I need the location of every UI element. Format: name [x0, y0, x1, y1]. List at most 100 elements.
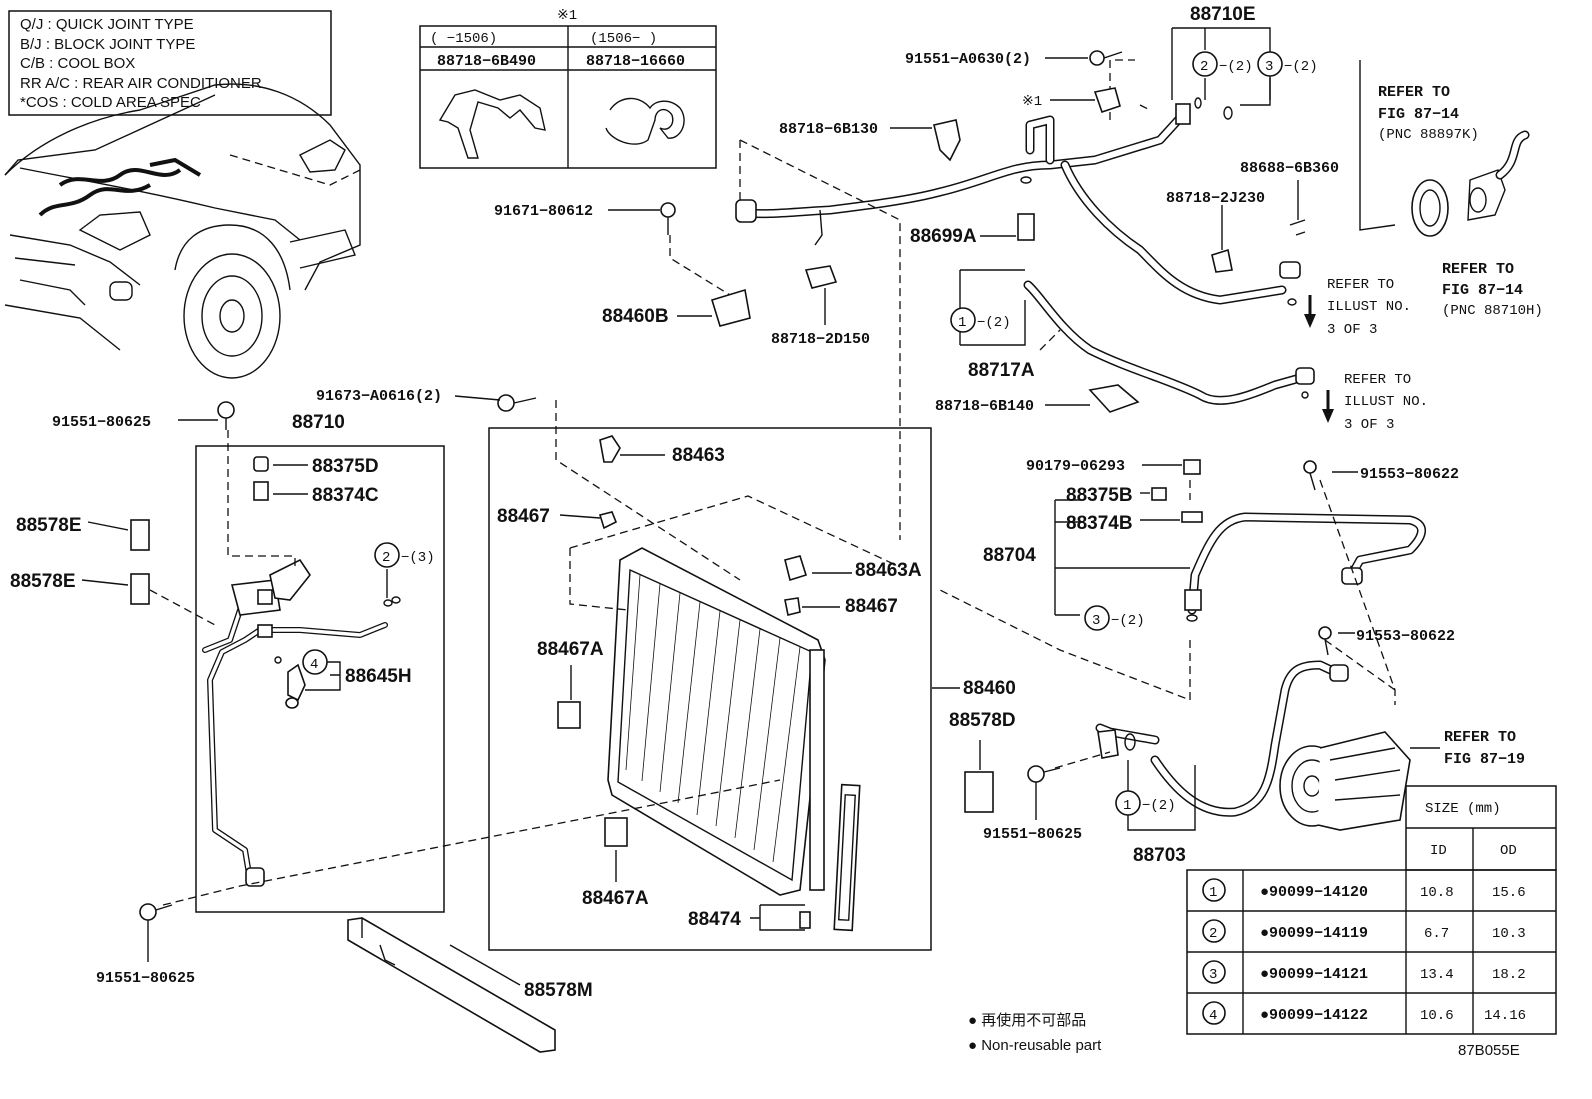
size-row-2-part: ●90099−14119: [1260, 925, 1368, 942]
seal-88578m-icon: [347, 917, 556, 1053]
callout-1-upper: [950, 307, 976, 333]
bracket-88467a-top-icon: [557, 701, 581, 729]
label-88717A: 88717A: [968, 360, 1035, 381]
refer-fig-87-14-parts: [1359, 60, 1530, 237]
label-88710E: 88710E: [1190, 4, 1256, 25]
vehicle-illustration: [4, 83, 361, 379]
clamp-col2-part: 88718−16660: [586, 53, 685, 70]
size-row-2-no: 2: [1209, 926, 1217, 942]
size-table-col-id: ID: [1430, 843, 1447, 859]
compressor-icon: [1279, 731, 1411, 831]
label-88703: 88703: [1133, 845, 1186, 866]
label-90179-06293: 90179−06293: [1026, 458, 1125, 475]
pad-88578e-2-icon: [130, 573, 150, 605]
clamp-16660-icon: [605, 97, 685, 145]
assembly-88710: [195, 430, 445, 913]
label-88467A-1: 88467A: [537, 639, 604, 660]
label-mark1: ※1: [1022, 94, 1042, 110]
label-91551-80625-c: 91551−80625: [983, 826, 1082, 843]
refer-87-14a-line2: FIG 87−14: [1378, 106, 1459, 123]
label-88463: 88463: [672, 445, 725, 466]
circled-callouts: 2 −(2) 3 −(2) 1 −(2) 2 −(3) 4 3 −(2) 1 −…: [302, 51, 1318, 816]
size-row-4-no: 4: [1209, 1008, 1217, 1024]
label-91671-80612: 91671−80612: [494, 203, 593, 220]
label-88718-2D150: 88718−2D150: [771, 331, 870, 348]
size-row-2-od: 10.3: [1492, 926, 1526, 942]
size-table-header: SIZE (mm): [1425, 801, 1501, 817]
refer-illus-b-line2: ILLUST NO.: [1344, 394, 1428, 410]
callout-2-left-qty: −(3): [401, 550, 435, 566]
bolt-91551-80625b-icon: [139, 903, 173, 921]
size-row-1-id: 10.8: [1420, 885, 1454, 901]
size-row-2-id: 6.7: [1424, 926, 1449, 942]
valve-88374b-icon: [1181, 511, 1203, 523]
callout-4-left-text: 4: [310, 657, 318, 673]
small-parts: [130, 50, 1332, 921]
pad-88578e-1-icon: [130, 519, 150, 551]
refer-illus-a-line3: 3 OF 3: [1327, 322, 1377, 338]
clip-88718-6b130-icon: [933, 119, 961, 162]
size-row-3-id: 13.4: [1420, 967, 1454, 983]
label-88374C: 88374C: [312, 485, 379, 506]
bracket-88467a-bottom-icon: [604, 817, 628, 847]
callout-1-right: [1115, 790, 1141, 816]
callout-3-right-text: 3: [1092, 613, 1100, 629]
clip-88718-2d150-icon: [804, 265, 838, 289]
size-row-1-no: 1: [1209, 885, 1217, 901]
callout-3-right: [1084, 605, 1110, 631]
valve-88375b-icon: [1151, 487, 1167, 501]
bolt-91671-icon: [660, 202, 676, 235]
label-88718-6B140: 88718−6B140: [935, 398, 1034, 415]
label-88699A: 88699A: [910, 226, 977, 247]
dashed-guides: [149, 59, 1151, 906]
bolt-91553-80622a-icon: [1303, 460, 1317, 491]
callout-1-upper-qty: −(2): [977, 315, 1011, 331]
label-91553-80622-a: 91553−80622: [1360, 466, 1459, 483]
figure-code: 87B055E: [1458, 1042, 1520, 1059]
nut-90179-icon: [1183, 459, 1201, 475]
label-88463A: 88463A: [855, 560, 922, 581]
size-row-3-od: 18.2: [1492, 967, 1526, 983]
refer-87-14b-line3: (PNC 88710H): [1442, 303, 1543, 319]
bolt-88688-icon: [1289, 219, 1306, 236]
leader-lines: [81, 27, 1440, 986]
label-88374B: 88374B: [1066, 513, 1133, 534]
non-reusable-legend: ● 再使用不可部品 ● Non-reusable part 87B055E: [968, 1012, 1520, 1059]
refer-87-19-line1: REFER TO: [1444, 729, 1516, 746]
label-88578D: 88578D: [949, 710, 1016, 731]
bolt-91551-80625a-icon: [217, 401, 235, 430]
callout-3-upper: [1257, 51, 1283, 77]
pad-88578d-icon: [964, 771, 994, 813]
refer-87-14b-line2: FIG 87−14: [1442, 282, 1523, 299]
size-row-4-od: 14.16: [1484, 1008, 1526, 1024]
label-88474: 88474: [688, 909, 741, 930]
refer-87-19-line2: FIG 87−19: [1444, 751, 1525, 768]
legend-english: ● Non-reusable part: [968, 1037, 1102, 1054]
refer-87-14a-line1: REFER TO: [1378, 84, 1450, 101]
size-row-4-part: ●90099−14122: [1260, 1007, 1368, 1024]
discharge-hoses: [939, 479, 1426, 831]
clamp-col1-part: 88718−6B490: [437, 53, 536, 70]
callout-2-upper-qty: −(2): [1219, 59, 1253, 75]
refer-illus-b-line1: REFER TO: [1344, 372, 1411, 388]
callout-1-right-qty: −(2): [1142, 798, 1176, 814]
clip-mark1-icon: [1093, 87, 1121, 114]
clip-88718-6b140-icon: [1088, 384, 1140, 413]
label-88467A-2: 88467A: [582, 888, 649, 909]
abbr-cos: *COS : COLD AREA SPEC: [20, 94, 201, 111]
bolt-91673-icon: [497, 394, 537, 412]
label-88460: 88460: [963, 678, 1016, 699]
label-88467-b: 88467: [845, 596, 898, 617]
clamp-col1-range: ( −1506): [430, 31, 497, 47]
refer-illus-a-line2: ILLUST NO.: [1327, 299, 1411, 315]
callout-3-upper-qty: −(2): [1284, 59, 1318, 75]
size-row-1-od: 15.6: [1492, 885, 1526, 901]
abbr-rrac: RR A/C : REAR AIR CONDITIONER: [20, 75, 262, 92]
callout-1-upper-text: 1: [958, 315, 966, 331]
refer-87-14b-line1: REFER TO: [1442, 261, 1514, 278]
size-table-col-od: OD: [1500, 843, 1517, 859]
label-88578M: 88578M: [524, 980, 593, 1001]
part-labels: 88710E 91551−A0630(2) ※1 88718−6B130 916…: [10, 4, 1543, 1001]
switch-88699a-icon: [1017, 213, 1035, 241]
callout-2-left: [374, 542, 400, 568]
